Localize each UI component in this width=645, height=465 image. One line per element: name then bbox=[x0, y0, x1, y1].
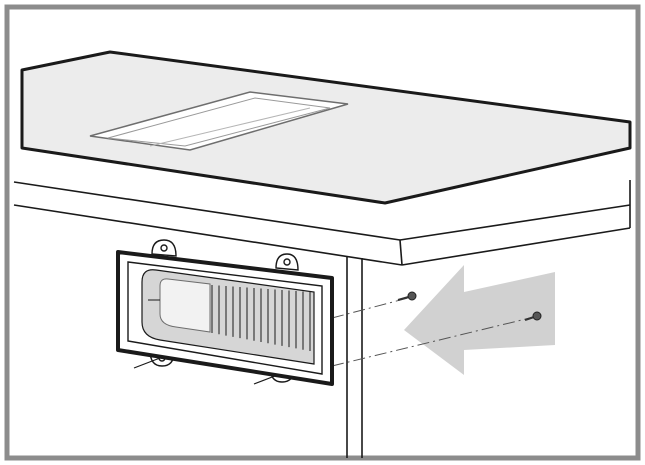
vent-duct bbox=[141, 269, 315, 365]
hob-glass-plate bbox=[20, 50, 632, 205]
cabinet-side-panel bbox=[346, 257, 363, 458]
screw-icon bbox=[397, 291, 417, 302]
screw-icon bbox=[524, 311, 542, 322]
countertop-edge bbox=[13, 180, 631, 266]
vent-grille bbox=[211, 285, 311, 351]
alignment-lines bbox=[331, 297, 531, 367]
hob-extraction-vent bbox=[89, 91, 349, 151]
arrow-left-icon bbox=[404, 265, 555, 375]
